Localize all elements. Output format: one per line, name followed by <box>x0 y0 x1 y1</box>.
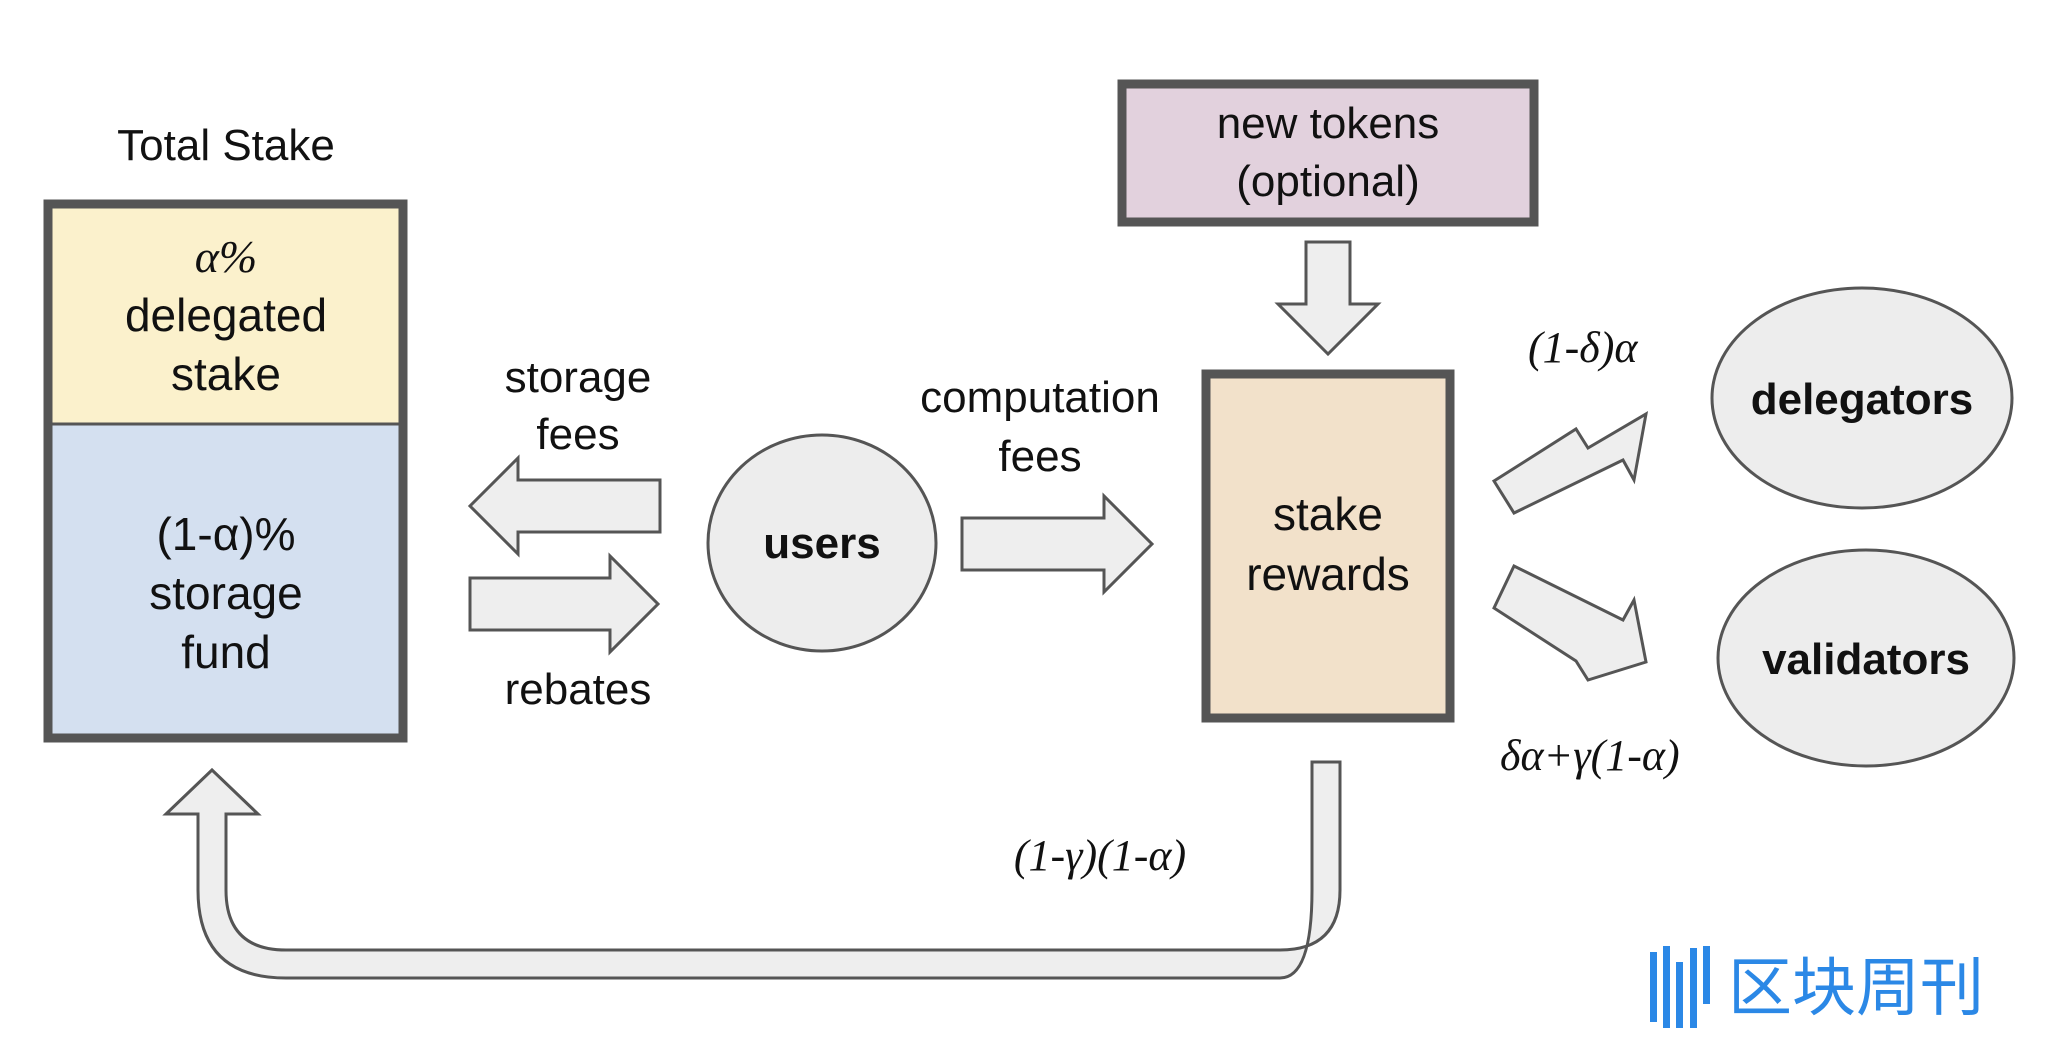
users-label: users <box>763 519 880 568</box>
to-delegators-arrow <box>1491 411 1649 515</box>
computation-fees-arrow <box>960 492 1155 596</box>
total-stake-title: Total Stake <box>117 121 335 170</box>
storage-line-1: (1-α)% <box>156 508 295 560</box>
to-storage-fund-label: (1-γ)(1-α) <box>1014 831 1186 880</box>
new-tokens-box <box>1117 79 1539 227</box>
new-tokens-arrow <box>1274 240 1382 357</box>
storage-line-2: storage <box>149 567 302 619</box>
rebates-label: rebates <box>505 665 652 714</box>
computation-fees-label-1: computation <box>920 373 1160 422</box>
validators-node <box>1716 548 2016 768</box>
to-validators-arrow <box>1492 563 1648 682</box>
stake-rewards-box <box>1201 369 1455 723</box>
delegated-line-1: α% <box>195 231 257 282</box>
to-delegators-label: (1-δ)α <box>1528 323 1638 372</box>
watermark-logo-icon <box>1650 946 1710 1028</box>
to-storage-fund-arrow <box>162 760 1342 980</box>
new-tokens-line-1: new tokens <box>1217 99 1440 148</box>
users-node <box>706 433 938 653</box>
delegated-line-2: delegated <box>125 289 327 341</box>
total-stake-border <box>43 199 408 743</box>
stake-rewards-line-2: rewards <box>1246 548 1410 600</box>
delegators-label: delegators <box>1751 375 1974 424</box>
to-validators-label: δα+γ(1-α) <box>1500 731 1680 780</box>
validators-label: validators <box>1762 635 1970 684</box>
delegated-line-3: stake <box>171 348 281 400</box>
computation-fees-label-2: fees <box>998 432 1081 481</box>
stake-rewards-line-1: stake <box>1273 488 1383 540</box>
delegated-stake-box <box>48 204 403 424</box>
storage-line-3: fund <box>181 626 271 678</box>
storage-fees-label-2: fees <box>536 410 619 459</box>
storage-fund-box <box>48 424 403 738</box>
delegators-node <box>1710 286 2014 510</box>
watermark-text: 区块周刊 <box>1728 952 1984 1024</box>
storage-fees-arrow <box>467 454 662 558</box>
storage-fees-label-1: storage <box>505 353 652 402</box>
new-tokens-line-2: (optional) <box>1236 157 1419 206</box>
rebates-arrow <box>468 552 661 656</box>
